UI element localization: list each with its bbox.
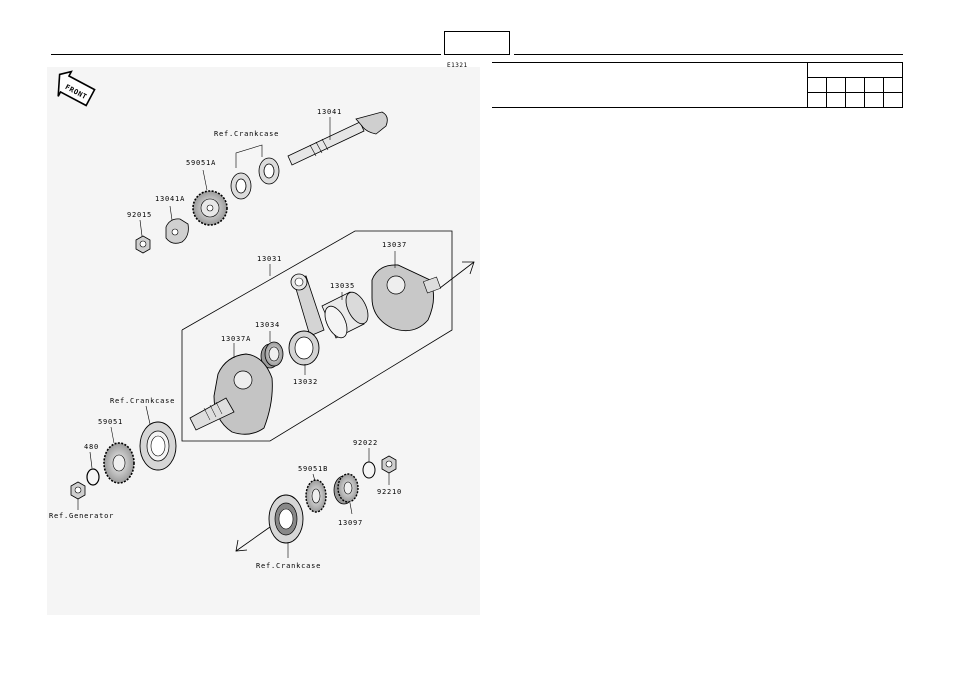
part-label-13037A: 13037A	[221, 335, 251, 343]
table-row-line	[807, 92, 903, 93]
nut-92210	[381, 455, 397, 474]
leader-line	[169, 205, 173, 221]
table-divider	[807, 63, 808, 107]
table-row-line	[807, 77, 903, 78]
ref-generator-label: Ref.Generator	[49, 512, 114, 520]
gear-59051B	[305, 479, 327, 513]
diagram-code: E1321	[447, 62, 468, 69]
front-arrow-icon: FRONT	[57, 70, 96, 107]
nut-92015	[135, 235, 151, 254]
bottom-arrow-line	[235, 526, 271, 552]
parts-diagram: FRONT 13041 Ref.Crankcase 59051A 13041A	[47, 67, 480, 615]
header-title-box	[444, 31, 510, 55]
assembly-arrow-head	[462, 261, 475, 275]
part-label-13035: 13035	[330, 282, 355, 290]
table-cell-line	[845, 77, 846, 107]
part-label-92015: 92015	[127, 211, 152, 219]
part-label-59051B: 59051B	[298, 465, 328, 473]
part-label-13041A: 13041A	[155, 195, 185, 203]
leader-line	[139, 219, 143, 237]
ref-crankcase-top-label: Ref.Crankcase	[214, 130, 279, 138]
parts-diagram-svg: FRONT 13041 Ref.Crankcase 59051A 13041A	[49, 70, 475, 570]
part-label-13037: 13037	[382, 241, 407, 249]
balancer-shaft	[287, 111, 388, 166]
leader-line	[202, 169, 208, 191]
ref-crankcase-bottom-label: Ref.Crankcase	[256, 562, 321, 570]
leader-line	[312, 473, 316, 482]
ref-crankcase-mid-label: Ref.Crankcase	[110, 397, 175, 405]
part-label-13034: 13034	[255, 321, 280, 329]
leader-line	[110, 426, 115, 444]
balancer-weight-13041A	[165, 218, 189, 244]
connecting-rod-13032	[288, 273, 325, 366]
leader-line	[89, 451, 93, 469]
part-label-92210: 92210	[377, 488, 402, 496]
part-label-13097: 13097	[338, 519, 363, 527]
washer-480	[86, 468, 100, 486]
bearing-bottom	[268, 494, 304, 544]
assembly-frame	[181, 230, 453, 442]
gear-59051A	[192, 190, 228, 226]
leader-line	[235, 144, 263, 168]
part-label-59051: 59051	[98, 418, 123, 426]
leader-line	[349, 502, 353, 515]
part-label-59051A: 59051A	[186, 159, 216, 167]
gear-59051	[103, 442, 135, 484]
gear-13097	[333, 473, 359, 505]
header-rule-left	[51, 54, 441, 55]
table-right-edge	[902, 63, 903, 107]
bearing-mid	[139, 421, 177, 471]
bearing-top-1	[258, 157, 280, 185]
header-rule-right	[514, 54, 903, 55]
leader-line	[145, 405, 151, 425]
nut-generator	[70, 481, 86, 500]
part-label-92022: 92022	[353, 439, 378, 447]
crank-pin-13035	[321, 291, 369, 339]
washer-92022	[362, 461, 376, 479]
table-cell-line	[826, 77, 827, 107]
assembly-arrow-line	[439, 261, 475, 289]
part-label-13031: 13031	[257, 255, 282, 263]
reference-table	[492, 62, 903, 108]
bottom-arrow-head	[235, 539, 248, 552]
part-label-480: 480	[84, 443, 99, 451]
bearing-top-2	[230, 172, 252, 200]
crank-half-13037A	[189, 353, 273, 435]
part-label-13041: 13041	[317, 108, 342, 116]
needle-bearing-13034	[260, 341, 284, 369]
table-cell-line	[864, 77, 865, 107]
table-cell-line	[883, 77, 884, 107]
crank-half-13037	[371, 264, 442, 332]
part-label-13032: 13032	[293, 378, 318, 386]
